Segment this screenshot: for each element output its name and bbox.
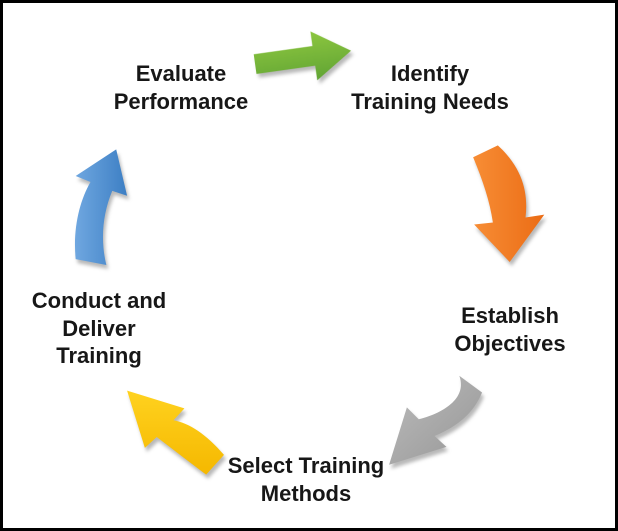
step-label-evaluate-performance: Evaluate Performance bbox=[113, 61, 249, 114]
step-label-conduct-deliver-training: Conduct and Deliver Training bbox=[31, 288, 167, 368]
step-label-select-training-methods: Select Training Methods bbox=[227, 453, 385, 506]
gray-arrow-establish-to-select bbox=[389, 375, 483, 465]
cycle-arrows-canvas bbox=[74, 31, 545, 475]
blue-arrow-conduct-to-evaluate bbox=[74, 149, 128, 266]
green-arrow-evaluate-to-identify bbox=[253, 31, 352, 81]
step-label-establish-objectives: Establish Objectives bbox=[454, 303, 566, 356]
orange-arrow-identify-to-establish bbox=[473, 145, 545, 263]
yellow-arrow-select-to-conduct bbox=[127, 390, 224, 475]
step-label-identify-training-needs: Identify Training Needs bbox=[351, 61, 509, 114]
